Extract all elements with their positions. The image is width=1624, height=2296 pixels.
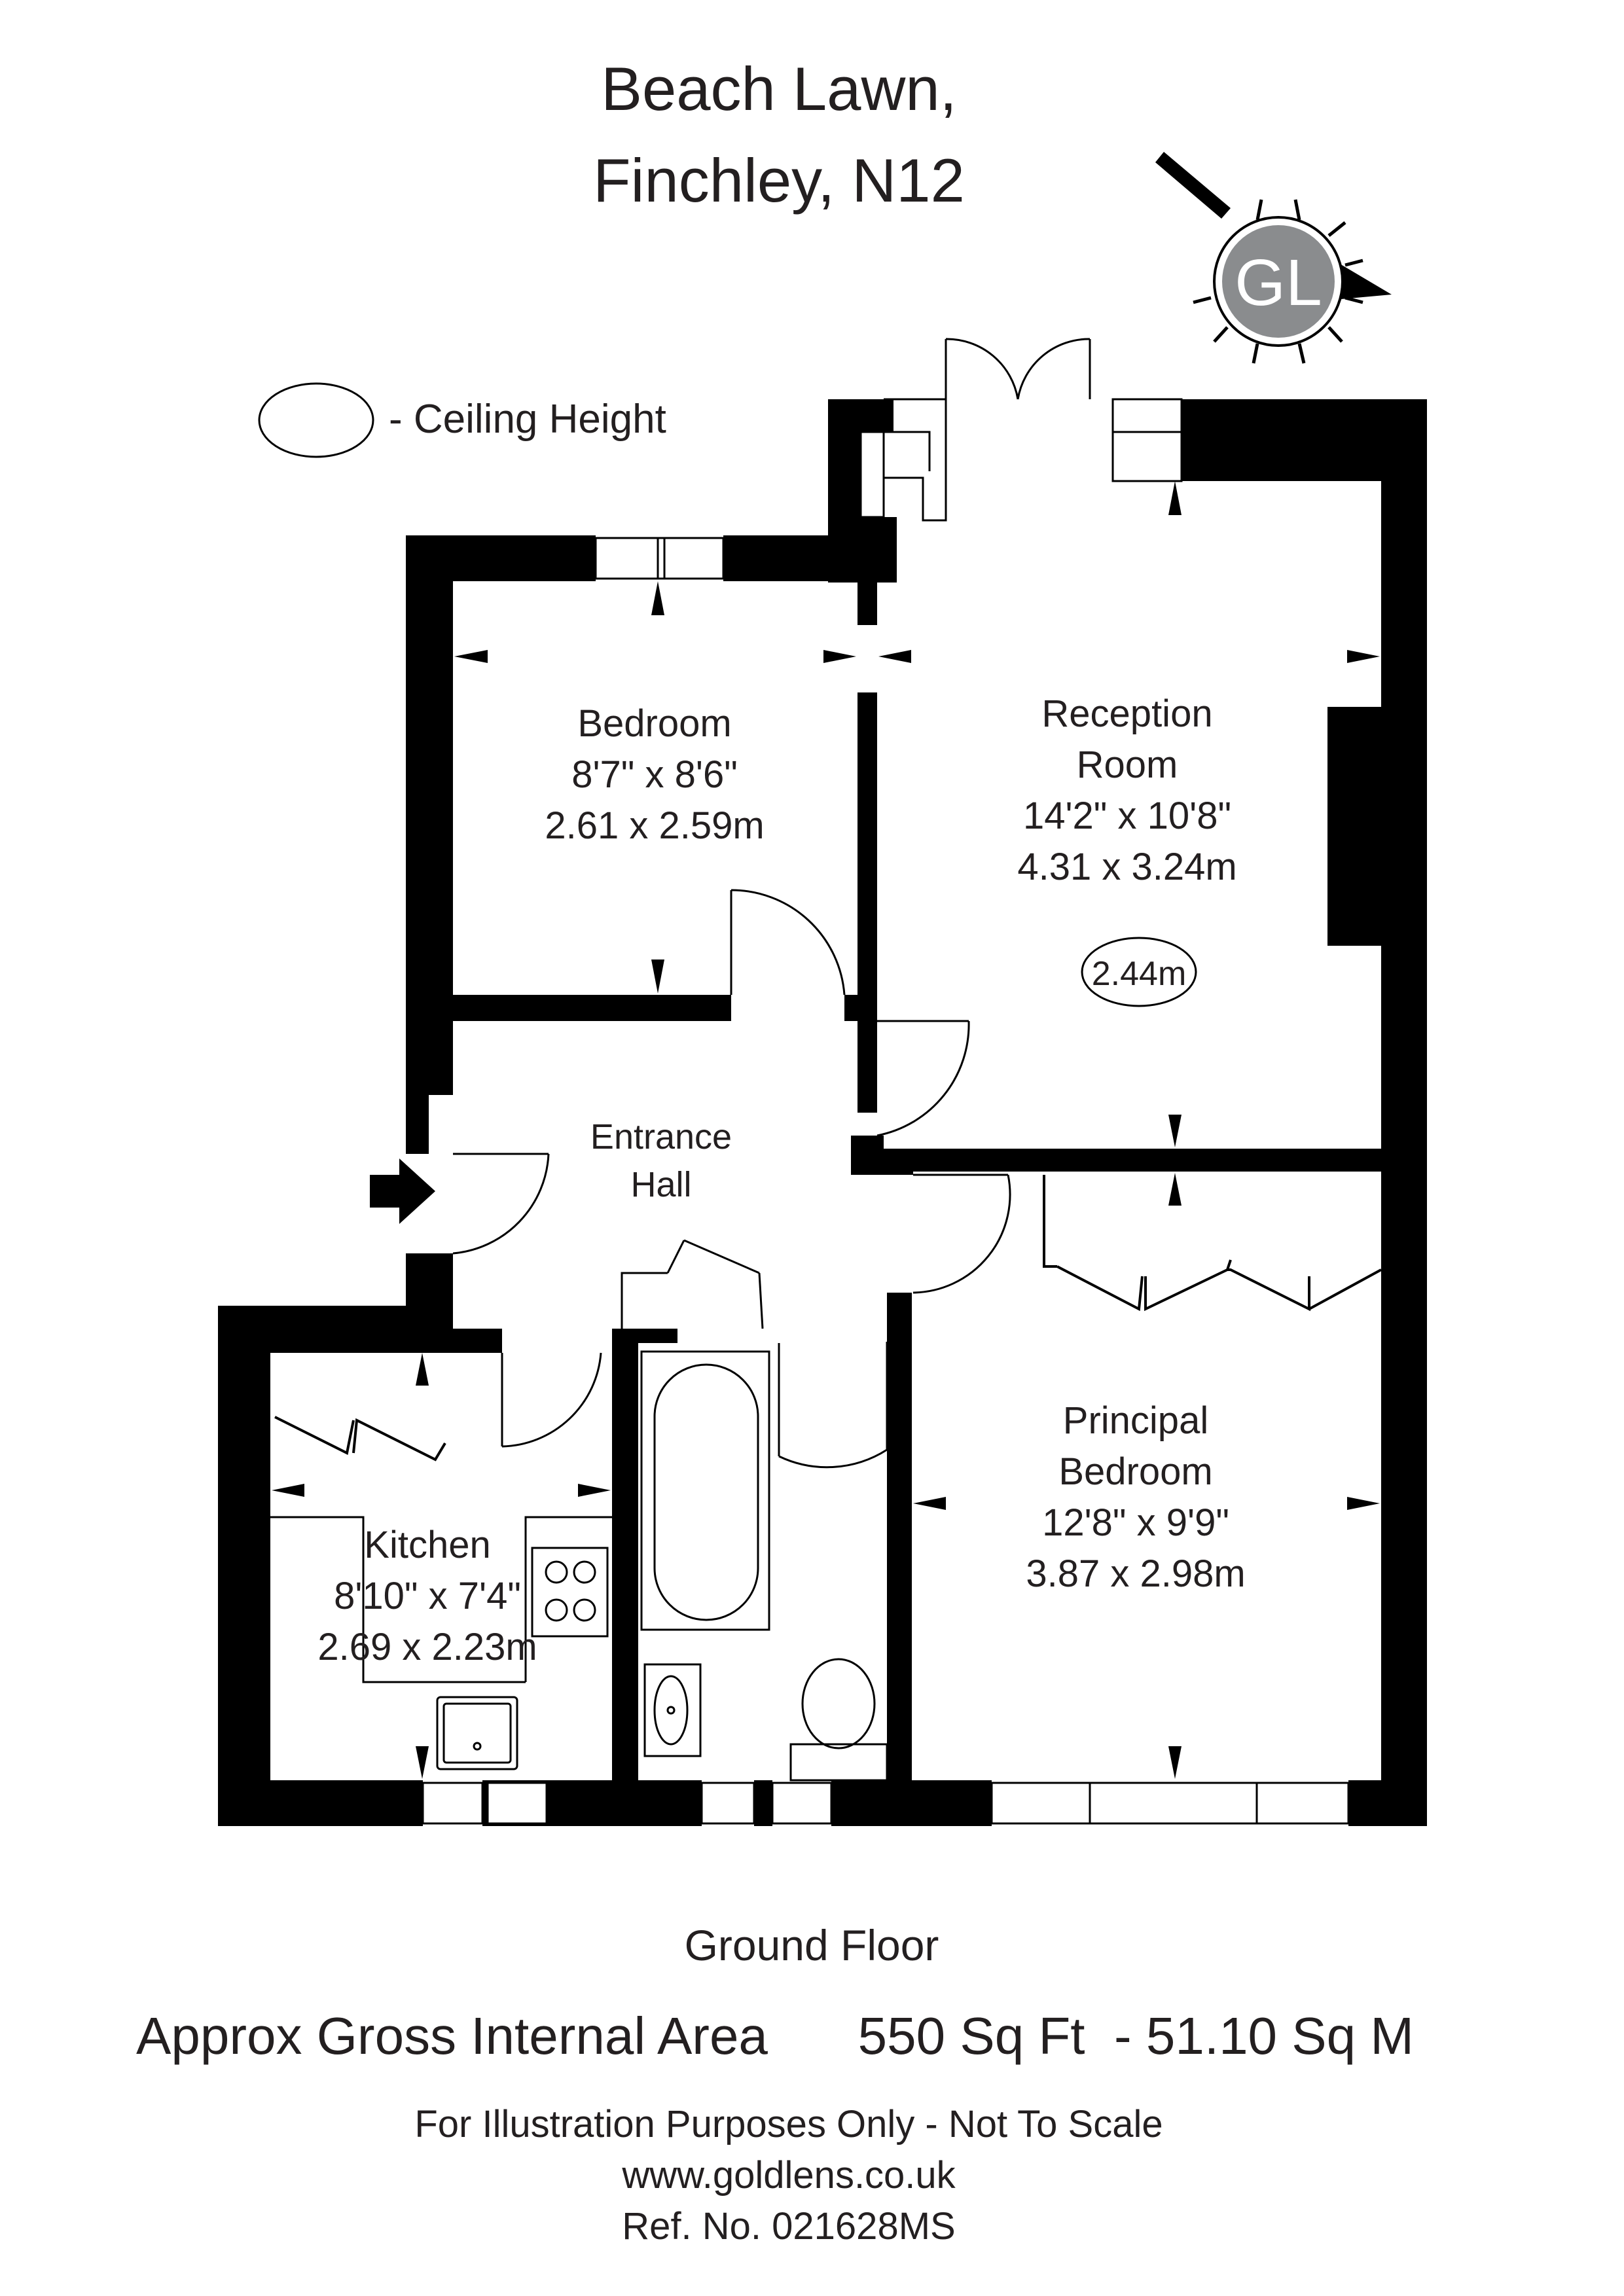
room-kitchen: Kitchen 8'10" x 7'4" 2.69 x 2.23m	[317, 1524, 537, 1668]
reception-dim-metric: 4.31 x 3.24m	[1017, 846, 1236, 888]
hob-icon	[545, 1560, 596, 1622]
entrance-arrow-icon	[370, 1158, 435, 1224]
kitchen-name: Kitchen	[364, 1524, 490, 1566]
principal-bedroom-name-line-1: Principal	[1063, 1399, 1208, 1442]
walls	[218, 399, 1427, 1826]
area-label: Approx Gross Internal Area	[136, 2007, 768, 2065]
title-line-2: Finchley, N12	[593, 146, 965, 215]
area-value: 550 Sq Ft - 51.10 Sq M	[858, 2007, 1414, 2065]
reception-ceiling-height: 2.44m	[1092, 955, 1187, 993]
bedroom-dim-metric: 2.61 x 2.59m	[545, 804, 764, 847]
sink-icon	[436, 1696, 518, 1770]
windows	[422, 398, 1350, 1825]
kitchen-units	[270, 1516, 612, 1683]
ceiling-height-legend-label: - Ceiling Height	[389, 397, 666, 442]
french-doors	[945, 338, 1091, 400]
kitchen-dim-imperial: 8'10" x 7'4"	[334, 1575, 521, 1617]
reference-number: Ref. No. 021628MS	[622, 2205, 955, 2248]
disclaimer: For Illustration Purposes Only - Not To …	[414, 2103, 1163, 2145]
internal-doors	[452, 889, 1011, 1469]
dimension-markers	[272, 481, 1380, 1779]
bedroom-dim-imperial: 8'7" x 8'6"	[571, 753, 738, 796]
reception-dim-imperial: 14'2" x 10'8"	[1023, 795, 1231, 837]
entrance-hall-name-line-2: Hall	[630, 1165, 691, 1204]
basin-icon	[643, 1663, 702, 1757]
bathtub-icon	[640, 1350, 770, 1631]
ceiling-height-legend-icon	[258, 382, 374, 458]
bedroom-name: Bedroom	[577, 702, 731, 745]
ceiling-height-ellipse-icon	[1081, 937, 1197, 1007]
toilet-icon	[789, 1658, 888, 1782]
title-line-1: Beach Lawn,	[601, 54, 956, 123]
floor-label: Ground Floor	[685, 1921, 939, 1969]
principal-bedroom-dim-imperial: 12'8" x 9'9"	[1042, 1501, 1229, 1544]
bay-steps	[884, 398, 947, 522]
wardrobe-kitchen	[274, 1416, 446, 1462]
room-bedroom: Bedroom 8'7" x 8'6" 2.61 x 2.59m	[545, 702, 764, 847]
room-reception: Reception Room 14'2" x 10'8" 4.31 x 3.24…	[1017, 692, 1237, 1007]
reception-name-line-2: Room	[1077, 744, 1178, 786]
compass-sun-logo-icon: GL	[1155, 152, 1392, 364]
principal-bedroom-dim-metric: 3.87 x 2.98m	[1026, 1552, 1245, 1595]
reception-name-line-1: Reception	[1041, 692, 1212, 735]
room-entrance-hall: Entrance Hall	[590, 1117, 732, 1204]
logo-text: GL	[1235, 246, 1322, 319]
wardrobe-principal-bedroom	[1043, 1175, 1382, 1312]
kitchen-dim-metric: 2.69 x 2.23m	[317, 1626, 537, 1668]
website: www.goldlens.co.uk	[621, 2154, 956, 2197]
entrance-hall-name-line-1: Entrance	[590, 1117, 732, 1157]
room-principal-bedroom: Principal Bedroom 12'8" x 9'9" 3.87 x 2.…	[1026, 1399, 1245, 1595]
principal-bedroom-name-line-2: Bedroom	[1058, 1450, 1212, 1493]
